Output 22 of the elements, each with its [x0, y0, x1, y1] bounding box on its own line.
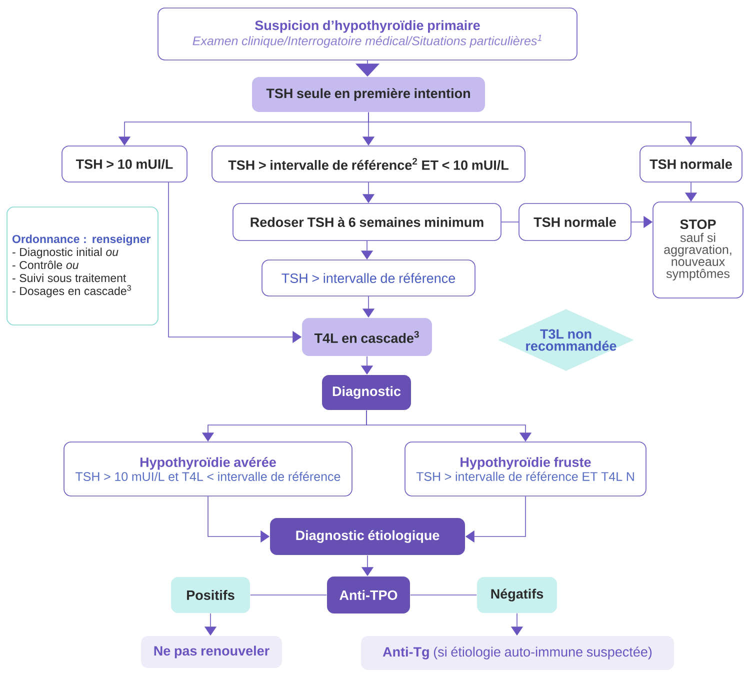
- process-box: TSH normale: [518, 203, 632, 241]
- step-box: T4L en cascade$^{3}$: [302, 318, 432, 356]
- process-box: TSH > intervalle de référence$^{2}$ ET < 10 mUI/L: [212, 146, 526, 182]
- step-box: TSH seule en première intention: [252, 77, 485, 112]
- result-box: Négatifs: [477, 577, 557, 613]
- conclusion-box: Ne pas renouveler: [141, 636, 282, 668]
- connector-line: [250, 594, 327, 596]
- decision-box: Anti-TPO: [327, 576, 410, 614]
- process-box: Suspicion d’hypothyroïdie primaire Examen clinique/Interrogatoire médical/Situations particulières$^{1}$: [158, 8, 578, 60]
- process-box: TSH normale: [640, 146, 742, 182]
- decision-box: Diagnostic étiologique: [270, 518, 465, 555]
- connector-line: [410, 594, 477, 596]
- result-box: Positifs: [171, 577, 250, 613]
- decision-box: Diagnostic: [322, 375, 411, 410]
- process-box: Hypothyroïdie fruste TSH > intervalle de référence ET T4L N: [404, 442, 646, 496]
- note-box: Ordonnance : renseigner - Diagnostic initial ou - Contrôle ou - Suivi sous traitement - Dosages en cascade$^{3}$: [6, 206, 158, 326]
- process-box: TSH > intervalle de référence: [262, 260, 476, 296]
- process-box: STOP sauf si aggravation, nouveaux symptômes: [652, 202, 744, 298]
- process-box: Redoser TSH à 6 semaines minimum: [232, 203, 502, 241]
- conclusion-box: Anti-Tg (si étiologie auto-immune suspectée): [361, 636, 674, 670]
- process-box: Hypothyroïdie avérée TSH > 10 mUI/L et T4L < intervalle de référence: [64, 442, 352, 496]
- process-box: TSH > 10 mUI/L: [62, 146, 188, 182]
